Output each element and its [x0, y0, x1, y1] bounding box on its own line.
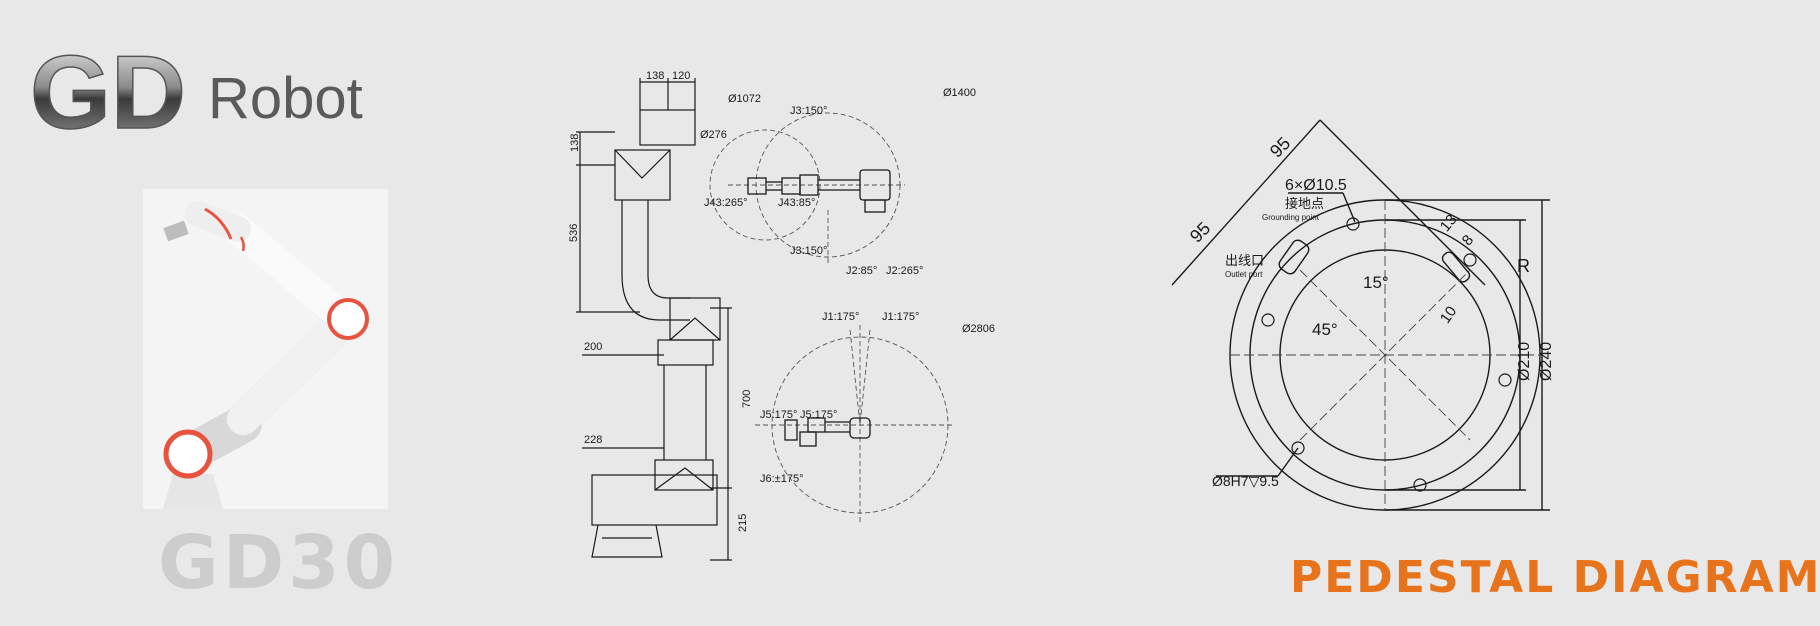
- label-d2806: Ø2806: [962, 323, 995, 335]
- label-j1-a: J1:175°: [822, 311, 859, 323]
- logo-mark: GD: [30, 38, 186, 138]
- angle-45: 45°: [1312, 320, 1338, 339]
- label-j3-bottom: J3:150°: [790, 245, 827, 257]
- dim-95-top: 95: [1266, 133, 1294, 161]
- holes-label: 6×Ø10.5: [1285, 177, 1347, 194]
- angle-15: 15°: [1363, 273, 1389, 292]
- label-j43-a: J43:265°: [704, 197, 748, 209]
- diameter-240: Ø240: [1538, 342, 1555, 381]
- dim-top-b: 120: [672, 70, 690, 82]
- model-name: GD30: [158, 520, 400, 606]
- grounding-point-cn: 接地点: [1285, 196, 1324, 211]
- radius-label: R: [1517, 256, 1530, 276]
- gd-robot-logo: GD Robot: [30, 38, 363, 138]
- robot-arm-illustration: [143, 189, 388, 509]
- label-j3-top: J3:150°: [790, 105, 827, 117]
- dim-side-mid: 536: [568, 224, 580, 242]
- outlet-port-en: Outlet port: [1225, 270, 1263, 279]
- dim-base: 215: [737, 514, 749, 532]
- label-j1-b: J1:175°: [882, 311, 919, 323]
- label-j43-b: J43:85°: [778, 197, 815, 209]
- outlet-port-cn: 出线口: [1225, 253, 1264, 268]
- pedestal-diagram: 95 95 6×Ø10.5 接地点 Grounding point 出线口 Ou…: [1171, 119, 1555, 511]
- base-joint-ring: [163, 429, 213, 479]
- dim-offset-200: 200: [584, 341, 602, 353]
- dim-8: 8: [1459, 232, 1477, 249]
- grounding-point-en: Grounding point: [1262, 213, 1320, 222]
- label-j2-a: J2:85°: [846, 265, 877, 277]
- diameter-210: Ø210: [1516, 342, 1533, 381]
- dim-offset-228: 228: [584, 434, 602, 446]
- label-d276: Ø276: [700, 129, 727, 141]
- pin-label: Ø8H7▽9.5: [1212, 473, 1279, 489]
- pedestal-diagram-caption: PEDESTAL DIAGRAM: [1290, 552, 1820, 603]
- label-j6: J6:±175°: [760, 473, 803, 485]
- logo-word: Robot: [208, 66, 363, 131]
- label-j5-a: J5:175°: [760, 409, 797, 421]
- dim-side-upper: 138: [569, 134, 581, 152]
- dim-10: 10: [1437, 303, 1460, 326]
- label-j5-b: J5:175°: [800, 409, 837, 421]
- dim-side-lower: 700: [741, 390, 753, 408]
- label-j2-b: J2:265°: [886, 265, 923, 277]
- elbow-joint-ring: [327, 298, 369, 340]
- label-d1400: Ø1400: [943, 87, 976, 99]
- arm-dimension-drawing: 138 120 138 536 200 228 700 215 Ø1072 J3…: [568, 70, 995, 561]
- dim-top-a: 138: [646, 70, 664, 82]
- label-d1072: Ø1072: [728, 93, 761, 105]
